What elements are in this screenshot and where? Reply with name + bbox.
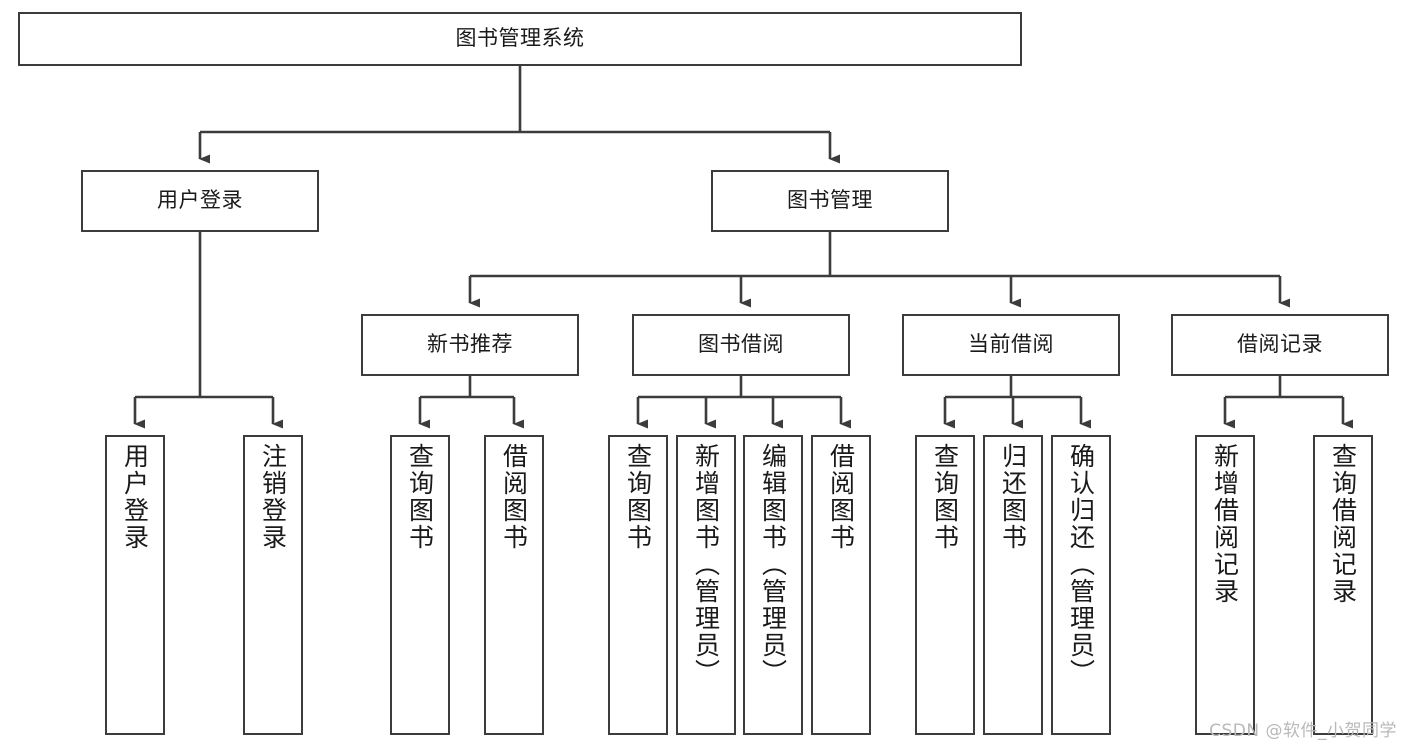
leaf-node[interactable]: 注销登录 bbox=[243, 435, 303, 735]
leaf-node[interactable]: 确认归还（管理员） bbox=[1051, 435, 1111, 735]
node-label: 借阅记录 bbox=[1237, 332, 1323, 357]
leaf-node[interactable]: 查询图书 bbox=[915, 435, 975, 735]
node-label: 用户登录 bbox=[120, 443, 150, 551]
node-label: 借阅图书 bbox=[826, 443, 856, 551]
leaf-node[interactable]: 查询图书 bbox=[390, 435, 450, 735]
leaf-node[interactable]: 归还图书 bbox=[983, 435, 1043, 735]
level3-node[interactable]: 图书借阅 bbox=[632, 314, 850, 376]
node-label: 当前借阅 bbox=[968, 332, 1054, 357]
leaf-node[interactable]: 新增图书（管理员） bbox=[676, 435, 736, 735]
level3-node[interactable]: 新书推荐 bbox=[361, 314, 579, 376]
leaf-node[interactable]: 借阅图书 bbox=[484, 435, 544, 735]
level2-node[interactable]: 图书管理 bbox=[711, 170, 949, 232]
leaf-node[interactable]: 查询借阅记录 bbox=[1313, 435, 1373, 735]
node-label: 图书借阅 bbox=[698, 332, 784, 357]
node-label: 确认归还（管理员） bbox=[1066, 443, 1096, 686]
node-label: 编辑图书（管理员） bbox=[758, 443, 788, 686]
node-label: 查询图书 bbox=[623, 443, 653, 551]
node-label: 查询图书 bbox=[405, 443, 435, 551]
leaf-node[interactable]: 查询图书 bbox=[608, 435, 668, 735]
root-node[interactable]: 图书管理系统 bbox=[18, 12, 1022, 66]
node-label: 用户登录 bbox=[157, 188, 243, 213]
node-label: 新增图书（管理员） bbox=[691, 443, 721, 686]
node-label: 查询借阅记录 bbox=[1328, 443, 1358, 605]
leaf-node[interactable]: 用户登录 bbox=[105, 435, 165, 735]
node-label: 注销登录 bbox=[258, 443, 288, 551]
node-label: 新书推荐 bbox=[427, 332, 513, 357]
node-label: 查询图书 bbox=[930, 443, 960, 551]
leaf-node[interactable]: 新增借阅记录 bbox=[1195, 435, 1255, 735]
leaf-node[interactable]: 编辑图书（管理员） bbox=[743, 435, 803, 735]
node-label: 图书管理 bbox=[787, 188, 873, 213]
node-label: 新增借阅记录 bbox=[1210, 443, 1240, 605]
level2-node[interactable]: 用户登录 bbox=[81, 170, 319, 232]
level3-node[interactable]: 当前借阅 bbox=[902, 314, 1120, 376]
node-label: 图书管理系统 bbox=[455, 26, 585, 51]
node-label: 借阅图书 bbox=[499, 443, 529, 551]
level3-node[interactable]: 借阅记录 bbox=[1171, 314, 1389, 376]
leaf-node[interactable]: 借阅图书 bbox=[811, 435, 871, 735]
node-label: 归还图书 bbox=[998, 443, 1028, 551]
